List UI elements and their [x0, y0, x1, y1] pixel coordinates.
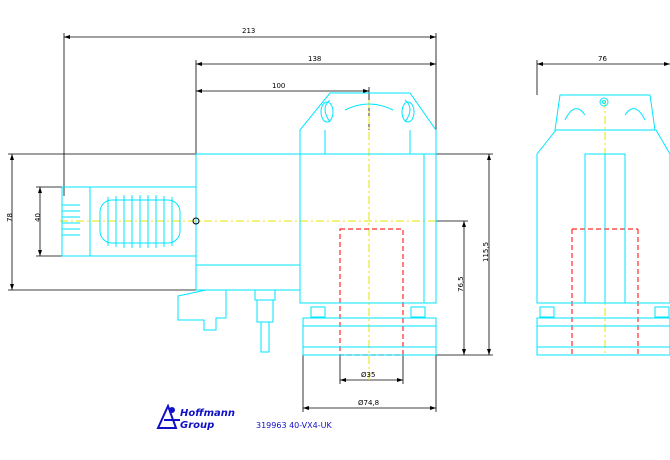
hoffmann-logo: Hoffmann Group	[156, 403, 235, 431]
flange	[302, 317, 437, 356]
dimension-lines	[8, 33, 670, 412]
front-view	[61, 92, 437, 356]
logo-line1: Hoffmann	[180, 408, 235, 419]
part-number: 319963 40-VX4-UK	[256, 421, 332, 430]
center-mark	[192, 217, 200, 225]
dim-76-5: 76,5	[457, 276, 465, 292]
flange-screw-left	[310, 306, 326, 318]
centerlines	[60, 100, 606, 380]
side-view	[536, 94, 670, 356]
side-bolt	[599, 97, 609, 107]
dim-213: 213	[242, 27, 255, 35]
side-screw-right	[654, 306, 670, 318]
top-clamp	[299, 92, 437, 155]
clamp-slot-left	[320, 101, 334, 123]
bellows	[99, 195, 181, 248]
dim-78: 78	[6, 213, 14, 222]
dim-76: 76	[598, 55, 607, 63]
dim-100: 100	[272, 82, 285, 90]
dim-40: 40	[34, 213, 42, 222]
dimension-arrows	[10, 35, 670, 410]
collet-teeth	[62, 204, 80, 236]
clamp-slot-right	[401, 101, 415, 123]
side-body	[536, 129, 670, 304]
logo-line2: Group	[180, 420, 214, 431]
dim-flange-74: Ø74,8	[358, 399, 379, 407]
flange-screw-right	[410, 306, 426, 318]
clamp-arm	[177, 289, 227, 331]
side-screw-left	[539, 306, 555, 318]
side-flange	[536, 317, 670, 356]
dim-bore-35: Ø35	[361, 371, 375, 379]
coolant-pin	[260, 321, 270, 353]
coolant-nut	[254, 289, 276, 301]
dim-138: 138	[308, 55, 321, 63]
coolant-body	[256, 299, 274, 323]
dim-115-5: 115,5	[482, 242, 490, 262]
